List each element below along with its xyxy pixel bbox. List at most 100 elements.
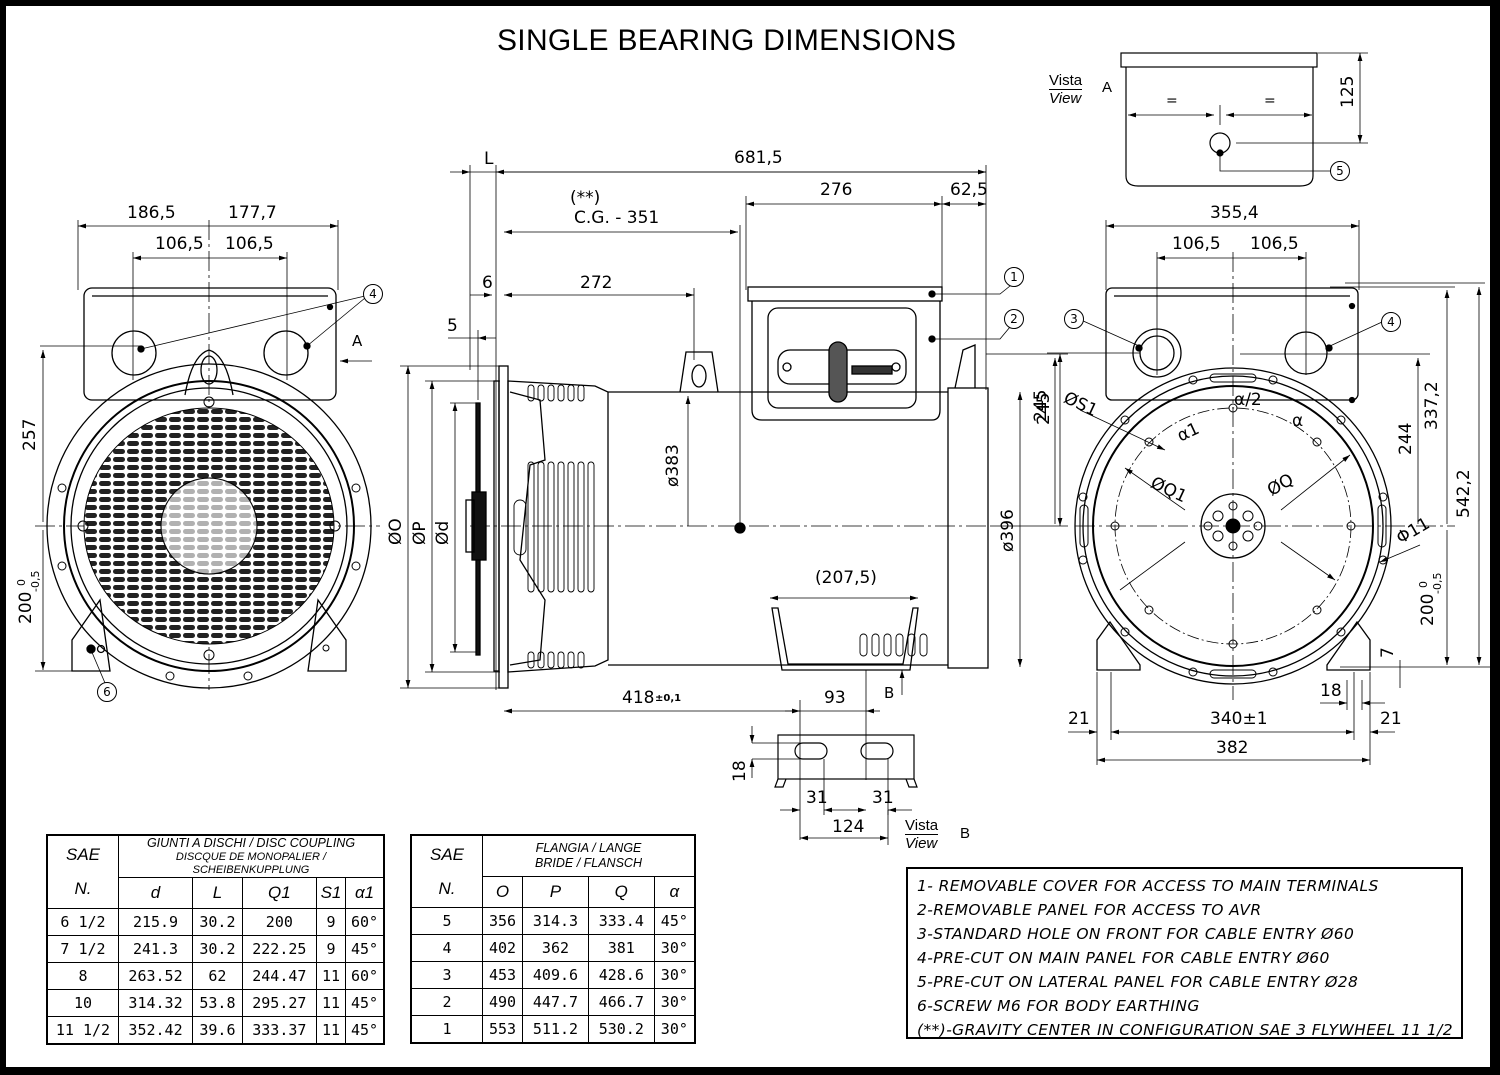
legend-box: 1- REMOVABLE COVER FOR ACCESS TO MAIN TE… — [906, 867, 1463, 1039]
view-b-label: Vista View — [905, 818, 939, 852]
table-cell: 402 — [481, 934, 524, 962]
legend-item: 2-REMOVABLE PANEL FOR ACCESS TO AVR — [917, 901, 1262, 919]
sae-number-cell: 5 — [410, 907, 483, 935]
column-header: α — [653, 876, 696, 908]
dim-end-200: 200 — [1418, 593, 1438, 626]
dim-end-overall-width: 355,4 — [1210, 203, 1259, 223]
table-cell: 30.2 — [192, 935, 243, 964]
front-view — [35, 220, 380, 690]
dim-end-hole-left: 106,5 — [1172, 234, 1221, 254]
group-header-line-1: FLANGIA / LANGE — [535, 841, 642, 855]
dim-box-width: 276 — [820, 180, 853, 200]
table-cell: 490 — [481, 988, 524, 1016]
dim-front-overall-left: 186,5 — [127, 203, 176, 223]
dim-93: 93 — [824, 688, 846, 708]
dim-end-244: 244 — [1396, 422, 1416, 455]
sae-number-cell: 10 — [46, 989, 119, 1018]
side-view — [400, 165, 1068, 840]
dim-418-tolerance: ±0,1 — [655, 693, 682, 704]
end-view — [1047, 220, 1490, 765]
table-cell: 447.7 — [522, 988, 589, 1016]
dim-front-tol-lower: -0,5 — [29, 570, 42, 592]
dim-phi-396: ø396 — [998, 509, 1018, 552]
dim-front-hole-right: 106,5 — [225, 234, 274, 254]
callout-4-end: 4 — [1381, 312, 1401, 332]
dim-view-b-span: 124 — [832, 817, 865, 837]
column-header: L — [192, 877, 243, 910]
dim-272: 272 — [580, 273, 613, 293]
dim-phi-383: ø383 — [663, 444, 683, 487]
table-cell: 241.3 — [117, 935, 194, 964]
table-cell: 314.3 — [522, 907, 589, 935]
view-label: View — [905, 835, 938, 852]
view-b-drawing — [749, 726, 918, 845]
disc-coupling-table: SAE N. GIUNTI A DISCHI / DISC COUPLING D… — [46, 834, 385, 1046]
dim-front-height-upper: 257 — [20, 418, 40, 451]
column-header: d — [117, 877, 194, 910]
legend-item: 3-STANDARD HOLE ON FRONT FOR CABLE ENTRY… — [917, 925, 1355, 943]
dim-end-382: 382 — [1216, 738, 1249, 758]
table-cell: 60° — [345, 908, 385, 937]
dim-418: 418 — [622, 688, 655, 708]
column-header: Q — [587, 876, 655, 908]
callout-4-front: 4 — [363, 284, 383, 304]
legend-item: 4-PRE-CUT ON MAIN PANEL FOR CABLE ENTRY … — [917, 949, 1330, 967]
dim-view-b-slot-width-1: 31 — [806, 788, 828, 808]
dim-front-hole-left: 106,5 — [155, 234, 204, 254]
table-cell: 9 — [315, 908, 347, 937]
dim-front-overall-right: 177,7 — [228, 203, 277, 223]
dim-end-18: 18 — [1320, 681, 1342, 701]
table-cell: 215.9 — [117, 908, 194, 937]
sae-number-cell: 7 1/2 — [46, 935, 119, 964]
column-header: α1 — [345, 877, 385, 910]
column-header: O — [481, 876, 524, 908]
dim-end-340: 340±1 — [1210, 709, 1268, 729]
table-cell: 333.37 — [241, 1016, 317, 1045]
dim-phi-d: Ød — [433, 520, 453, 545]
table-cell: 30° — [653, 1015, 696, 1044]
sae-header: SAE — [429, 844, 465, 864]
callout-5: 5 — [1330, 161, 1350, 181]
table-cell: 200 — [241, 908, 317, 937]
table-cell: 11 — [315, 1016, 347, 1045]
table-cell: 45° — [653, 907, 696, 935]
sae-number-cell: 1 — [410, 1015, 483, 1044]
table-cell: 530.2 — [587, 1015, 655, 1044]
table-cell: 453 — [481, 961, 524, 989]
legend-item: 1- REMOVABLE COVER FOR ACCESS TO MAIN TE… — [917, 877, 1379, 895]
vista-label: Vista — [1049, 72, 1083, 90]
table-cell: 11 — [315, 989, 347, 1018]
table-cell: 39.6 — [192, 1016, 243, 1045]
dim-view-a-eq-right: = — [1264, 93, 1276, 109]
disc-coupling-group-header: GIUNTI A DISCHI / DISC COUPLING DISCQUE … — [118, 834, 385, 879]
sae-number-cell: 6 1/2 — [46, 908, 119, 937]
dim-overall-length: 681,5 — [734, 148, 783, 168]
table-cell: 45° — [345, 1016, 385, 1045]
table-cell: 511.2 — [522, 1015, 589, 1044]
dim-end-21-left: 21 — [1068, 709, 1090, 729]
table-cell: 45° — [345, 989, 385, 1018]
sae-number-cell: 8 — [46, 962, 119, 991]
dim-end-337: 337,2 — [1422, 381, 1442, 430]
dim-five: 5 — [447, 316, 458, 336]
view-a-label: Vista View — [1049, 72, 1083, 106]
view-b-arrow-label: B — [884, 684, 895, 702]
table-cell: 62 — [192, 962, 243, 991]
dim-box-end: 62,5 — [950, 180, 988, 200]
group-header-line-2: BRIDE / FLANSCH — [535, 856, 642, 870]
dim-six: 6 — [482, 273, 493, 293]
dim-view-b-slot-height: 18 — [730, 760, 750, 782]
sae-number-cell: 3 — [410, 961, 483, 989]
dim-foot-span: (207,5) — [815, 568, 877, 588]
table-cell: 466.7 — [587, 988, 655, 1016]
n-header: N. — [438, 878, 456, 898]
table-cell: 409.6 — [522, 961, 589, 989]
dim-center-of-gravity: C.G. - 351 — [574, 208, 660, 228]
table-cell: 553 — [481, 1015, 524, 1044]
